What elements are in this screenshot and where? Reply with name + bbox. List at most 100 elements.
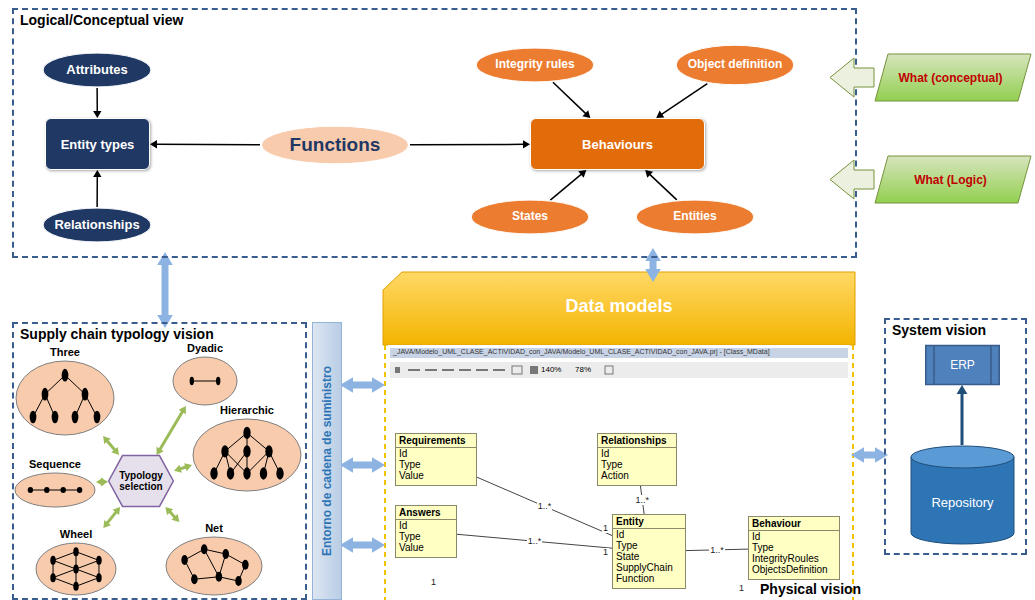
- ellipse-outline: [43, 53, 151, 87]
- uml-class: RelationshipsIdTypeAction: [597, 433, 677, 486]
- connector: [157, 252, 173, 328]
- class-name: Relationships: [598, 434, 676, 448]
- region-title: System vision: [892, 322, 986, 338]
- arrow-head: [372, 457, 385, 473]
- graph-dot: [77, 487, 82, 493]
- graph-link: [53, 569, 76, 578]
- arrow-head: [179, 406, 186, 414]
- class-footer: [396, 481, 476, 485]
- graph-link: [204, 549, 219, 577]
- environment-band: Entorno de cadena de suministro: [312, 322, 342, 600]
- connector: [553, 82, 590, 118]
- class-attribute: Id: [598, 448, 676, 459]
- arrow-head: [165, 507, 173, 515]
- connector-line: [96, 176, 98, 207]
- graph-dot: [222, 549, 229, 559]
- repository-label: Repository: [931, 495, 993, 510]
- node-label: Relationships: [54, 218, 139, 232]
- multiplicity: 1..*: [709, 545, 725, 555]
- class-footer: [613, 584, 685, 588]
- class-attribute: ObjectsDefinition: [749, 564, 839, 575]
- typology-ellipse: [166, 537, 262, 595]
- graph-dot: [52, 411, 59, 424]
- typology-region: Supply chain typology visionThreeDyadicH…: [12, 322, 307, 600]
- connector-line: [96, 88, 98, 112]
- class-footer: [598, 481, 676, 485]
- window-text: 78%: [575, 366, 591, 374]
- text-block: Functions: [260, 125, 410, 165]
- band-label: Entorno de cadena de suministro: [320, 366, 334, 556]
- class-attribute: State: [613, 551, 685, 562]
- graph-dot: [243, 445, 250, 457]
- graph-link: [192, 381, 218, 382]
- graph-dot: [82, 388, 89, 401]
- class-attribute: Id: [613, 529, 685, 540]
- definition-ellipse: Object definition: [675, 44, 795, 86]
- arrow-head: [875, 447, 888, 463]
- graph-link: [53, 552, 76, 561]
- typology-circle: Wheel: [35, 528, 117, 596]
- arrow-head: [656, 111, 664, 118]
- connector-line: [550, 174, 582, 200]
- class-name: Entity: [613, 515, 685, 529]
- arrow-body: [875, 156, 1031, 203]
- window-text: _JAVA/Modelo_UML_CLASE_ACTIVIDAD_con_JAV…: [393, 348, 770, 355]
- graph-dot: [190, 377, 194, 385]
- connector-line: [156, 143, 260, 145]
- text-block: Integrity rules: [475, 47, 595, 83]
- data-models-banner: [383, 272, 855, 345]
- text-block: Relationships: [42, 207, 152, 243]
- arrow-head: [372, 377, 385, 393]
- connector-line: [457, 534, 612, 548]
- arrow-head: [112, 507, 120, 515]
- typology-circle: Net: [165, 522, 263, 596]
- node-label: Entity types: [61, 137, 135, 152]
- arrow-head: [174, 465, 182, 473]
- text-block: Object definition: [675, 44, 795, 86]
- node-label: States: [512, 210, 548, 223]
- graph-link: [225, 433, 247, 452]
- erp-side: [933, 345, 935, 384]
- graph-dot: [28, 487, 33, 493]
- typology-circle: Dyadic: [172, 342, 238, 406]
- graph-link: [204, 549, 226, 554]
- graph-dot: [72, 411, 79, 424]
- class-attribute: IntegrityRoules: [749, 553, 839, 564]
- connector: [550, 170, 586, 200]
- cylinder-body: [911, 457, 1014, 544]
- class-name: Behaviour: [749, 517, 839, 531]
- typology-name: Net: [165, 522, 263, 535]
- graph-link: [76, 560, 99, 569]
- typology-circle: Sequence: [14, 458, 96, 508]
- graph-dot: [235, 576, 242, 586]
- connector: [656, 84, 707, 118]
- typology-drawing: [14, 472, 96, 508]
- graph-dot: [210, 467, 217, 479]
- connector-line: [661, 84, 707, 115]
- region-title: Logical/Conceptual view: [20, 12, 183, 28]
- arrow-head: [157, 252, 173, 265]
- multiplicity: 1..*: [635, 495, 651, 505]
- class-attribute: Value: [396, 470, 476, 481]
- typology-circle: Hierarchic: [192, 404, 302, 492]
- arrow-head: [184, 463, 192, 471]
- graph-dot: [73, 582, 78, 591]
- connector: [645, 170, 677, 200]
- ellipse-outline: [471, 200, 589, 234]
- arrow-head: [582, 110, 590, 118]
- typology-ellipse: [15, 473, 95, 507]
- arrow-head: [157, 447, 164, 455]
- screenshot-canvas: [388, 345, 850, 600]
- data-models-panel: Data modelsRequirementsIdTypeValueRelati…: [383, 272, 855, 600]
- connector-line: [159, 411, 183, 450]
- uml-class: RequirementsIdTypeValue: [395, 433, 477, 486]
- hexagon-outline: [109, 456, 174, 507]
- graph-link: [76, 569, 99, 578]
- graph-dot: [30, 411, 37, 424]
- typology-drawing: [165, 536, 263, 596]
- typology-name: Dyadic: [172, 342, 238, 355]
- connector-line: [350, 462, 374, 469]
- text-block: Attributes: [42, 52, 152, 88]
- connector: [93, 88, 101, 118]
- ellipse-outline: [476, 48, 594, 82]
